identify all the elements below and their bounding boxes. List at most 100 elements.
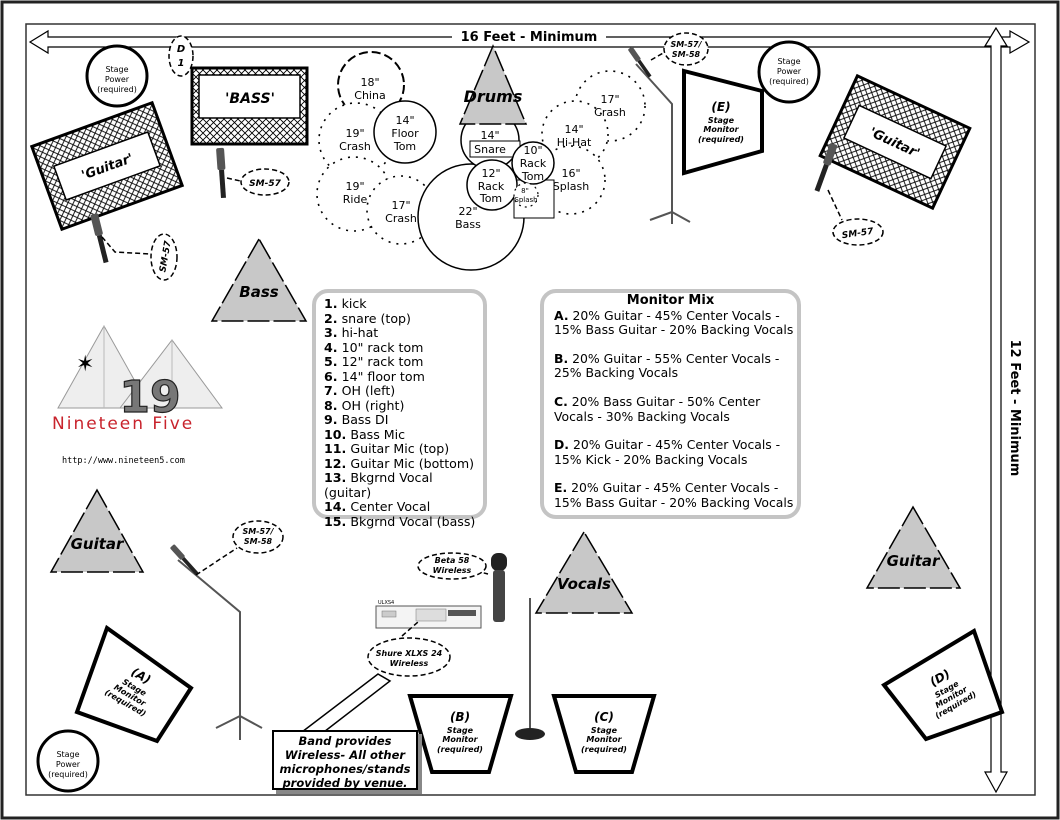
input-source: OH (right)	[341, 397, 405, 413]
input-source: 10" rack tom	[341, 339, 424, 355]
monitor-text: Stage	[447, 726, 474, 735]
stage-monitor-a: (A) Stage Monitor (required)	[74, 624, 194, 744]
bass-amp-label: 'BASS'	[225, 91, 275, 107]
mic-tag-text: SM-58	[672, 50, 701, 59]
position-guitar-right-label: Guitar	[887, 552, 941, 570]
input-list-item: 15. Bkgrnd Vocal (bass)	[324, 513, 483, 530]
drum-name-label: Tom	[393, 140, 416, 153]
guitar-amp-right: 'Guitar'	[818, 73, 972, 211]
mix-line: 25% Backing Vocals	[554, 365, 679, 381]
drum-size-label: 17"	[600, 93, 619, 106]
input-number: 9.	[324, 412, 338, 427]
drum-name-label: China	[354, 89, 385, 102]
input-list-item: 11. Guitar Mic (top)	[324, 441, 483, 457]
di-number: 1	[178, 58, 185, 69]
input-number: 10.	[324, 426, 347, 442]
input-number: 7.	[324, 383, 338, 398]
input-list-item: 8. OH (right)	[324, 397, 483, 414]
guitar-amp-mic-top-icon	[90, 213, 110, 264]
monitor-letter: (C)	[594, 710, 614, 724]
monitor-mix-item: B. 20% Guitar - 55% Center Vocals -25% B…	[554, 350, 797, 381]
drum-size-label: 14"	[480, 129, 499, 142]
monitor-mix-title: Monitor Mix	[626, 293, 715, 308]
drum-name-label: Splash	[514, 196, 537, 204]
position-guitar-right: Guitar	[865, 505, 962, 589]
input-number: 14.	[324, 499, 347, 514]
drum-name-label: Snare	[474, 143, 506, 156]
bass-amp-mic-icon	[216, 147, 228, 199]
stage-power-text: (required)	[48, 770, 88, 779]
drum-size-label: 10"	[523, 144, 542, 157]
input-number: 3.	[324, 325, 338, 340]
stage-power-text: Power	[777, 67, 802, 76]
input-source: 12" rack tom	[341, 354, 424, 369]
stage-power-text: Power	[56, 760, 81, 769]
stage-power-text: (required)	[769, 77, 809, 86]
input-number: 15.	[324, 513, 347, 529]
mix-letter: D.	[554, 437, 569, 453]
position-drums-label: Drums	[464, 87, 523, 106]
position-guitar-left: Guitar	[49, 488, 145, 573]
monitor-text: Stage	[591, 726, 618, 735]
monitor-text: Monitor	[586, 735, 622, 744]
stage-power-top-left: Stage Power (required)	[85, 44, 149, 108]
drum-name-label: Rack	[520, 157, 547, 170]
stage-monitor-d: (D) Stage Monitor (required)	[881, 628, 1005, 742]
input-list-item: 10. Bass Mic	[324, 426, 483, 443]
mic-tag-text: SM-57/	[670, 40, 702, 49]
mic-tag-text: SM-57	[249, 179, 281, 189]
drum-size-label: 19"	[345, 127, 364, 140]
input-list-item: 13. Bkgrnd Vocal (guitar)	[324, 470, 483, 500]
mix-line: 20% Guitar - 55% Center Vocals -	[572, 350, 780, 366]
input-list-item: 12. Guitar Mic (bottom)	[324, 455, 483, 472]
logo-name: Nineteen Five	[52, 414, 195, 434]
monitor-text: (required)	[437, 745, 483, 754]
width-dimension-arrow	[28, 29, 1031, 55]
mix-letter: E.	[554, 480, 568, 496]
mix-line: 20% Guitar - 45% Center Vocals -	[571, 480, 779, 496]
guitar-amp-left: 'Guitar'	[29, 100, 185, 232]
stage-monitor-c: (C) Stage Monitor (required)	[551, 694, 657, 774]
venue-note-line: Wireless- All other	[284, 748, 406, 762]
position-vocals: Vocals	[534, 530, 634, 614]
monitor-text: (required)	[698, 135, 744, 144]
wireless-mic-text: Wireless	[433, 566, 472, 575]
width-label: 16 Feet - Minimum	[461, 30, 598, 45]
vocal-mic-stand	[515, 598, 545, 740]
drum-name-label: Ride	[343, 193, 368, 206]
input-list-item: 9. Bass DI	[324, 412, 483, 428]
drum-size-label: 14"	[395, 114, 414, 127]
input-number: 5.	[324, 354, 338, 369]
bass-amp: 'BASS'	[190, 66, 309, 146]
position-bass: Bass	[210, 237, 308, 322]
stage-power-text: Stage	[105, 65, 128, 74]
input-list-item: 5. 12" rack tom	[324, 354, 483, 370]
note-callout-pointer	[295, 673, 392, 736]
monitor-mix: Monitor Mix A. 20% Guitar - 45% Center V…	[540, 289, 801, 519]
mic-tag-text: SM-57/	[242, 527, 274, 536]
venue-note-line: Band provides	[298, 734, 392, 748]
receiver-text: Shure XLXS 24	[376, 649, 443, 658]
height-label: 12 Feet - Minimum	[1007, 340, 1022, 477]
input-list-item: 2. snare (top)	[324, 311, 483, 327]
stage-power-text: Stage	[56, 750, 79, 759]
input-number: 4.	[324, 339, 338, 355]
stage-power-top-right: Stage Power (required)	[757, 40, 821, 104]
boom-mic-stand-drums	[627, 46, 691, 224]
input-source: OH (left)	[341, 383, 396, 398]
position-guitar-left-label: Guitar	[71, 535, 125, 553]
drum-name-label: Floor	[391, 127, 419, 140]
mic-tag-drums-boom: SM-57/ SM-58	[650, 32, 709, 66]
logo-url[interactable]: http://www.nineteen5.com	[62, 456, 185, 466]
mix-line: 15% Bass Guitar - 20% Backing Vocals	[554, 494, 794, 510]
input-source: kick	[341, 296, 367, 311]
monitor-letter: (E)	[711, 100, 730, 114]
mix-letter: C.	[554, 393, 568, 409]
input-source: Guitar Mic (bottom)	[350, 455, 475, 471]
rack-tom-10	[511, 141, 555, 185]
input-number: 8.	[324, 397, 338, 413]
venue-note-line: provided by venue.	[282, 776, 408, 790]
